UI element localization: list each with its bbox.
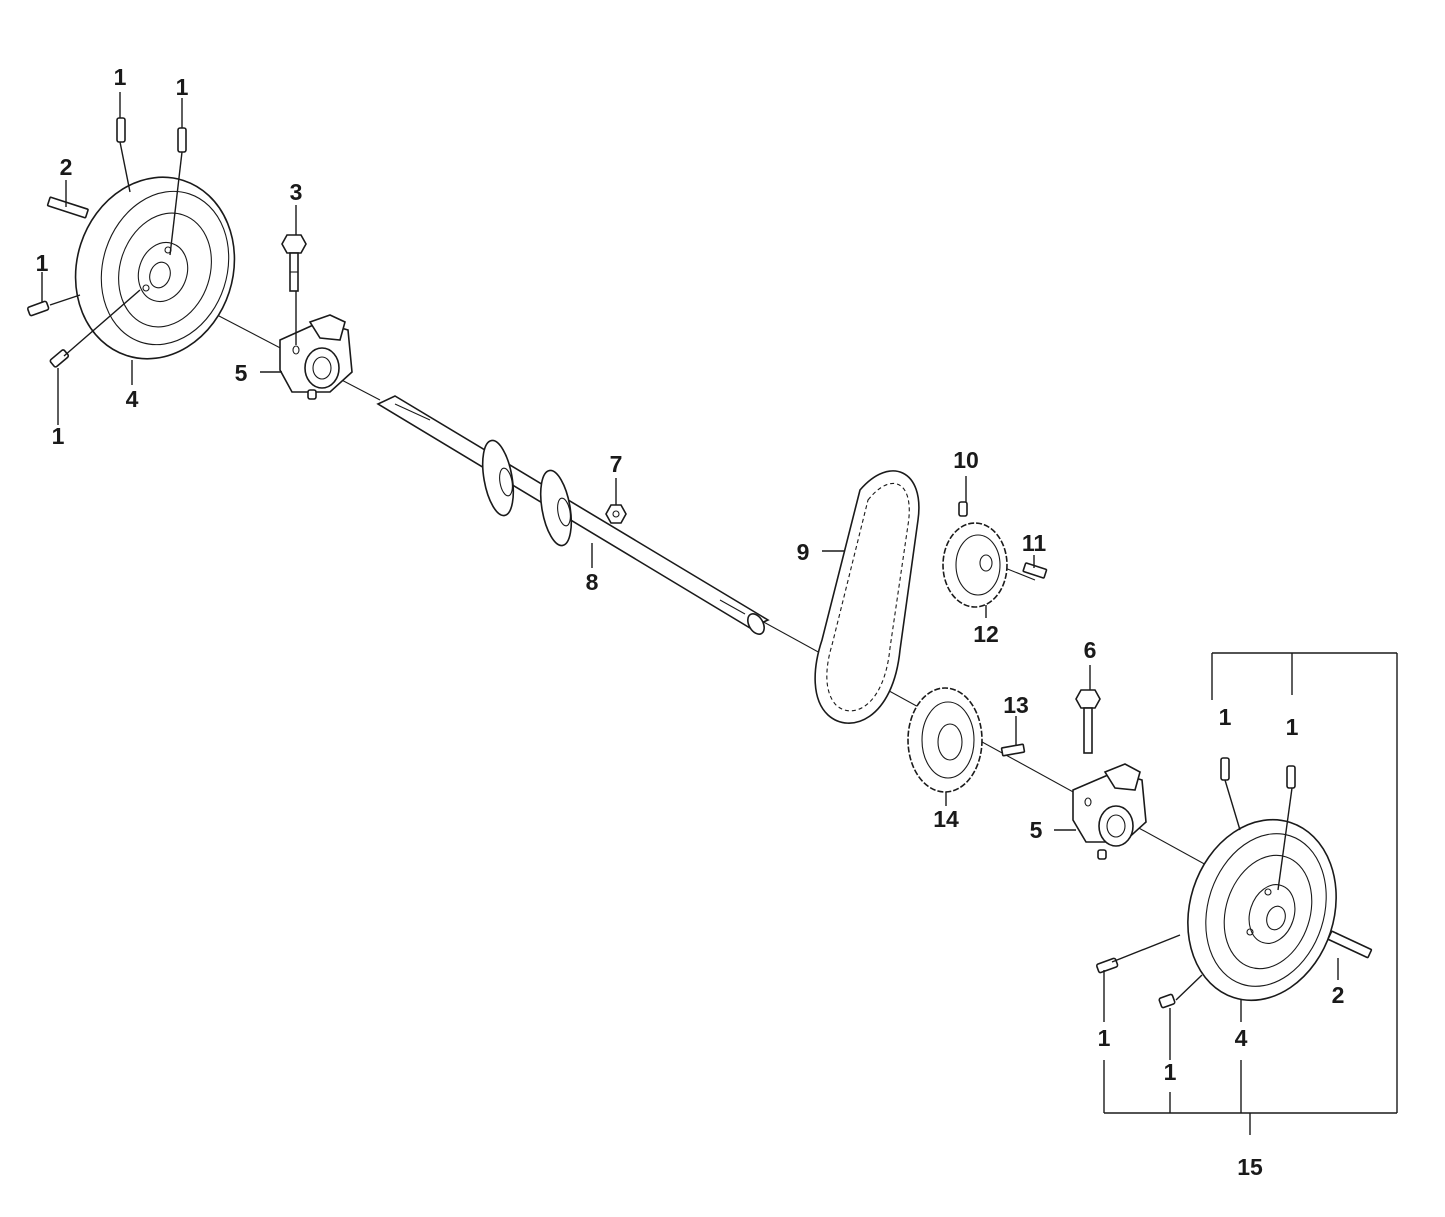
callout-7: 7 bbox=[610, 451, 623, 477]
callout-4: 4 bbox=[1235, 1025, 1248, 1051]
callout-1: 1 bbox=[114, 64, 127, 90]
callout-14: 14 bbox=[933, 806, 959, 832]
small-sprocket bbox=[942, 501, 1048, 608]
callout-4: 4 bbox=[126, 386, 139, 412]
callout-12: 12 bbox=[973, 621, 999, 647]
callout-1: 1 bbox=[1219, 704, 1232, 730]
leader-lines bbox=[41, 92, 1339, 1060]
callout-8: 8 bbox=[586, 569, 599, 595]
callout-3: 3 bbox=[290, 179, 303, 205]
callout-6: 6 bbox=[1084, 637, 1097, 663]
bolt-6 bbox=[1075, 689, 1101, 754]
drive-chain bbox=[814, 470, 920, 724]
left-bearing-housing bbox=[279, 314, 353, 400]
callout-1: 1 bbox=[1286, 714, 1299, 740]
right-wheel bbox=[1187, 818, 1337, 1002]
callout-1: 1 bbox=[52, 423, 65, 449]
callout-1: 1 bbox=[1098, 1025, 1111, 1051]
drive-shaft bbox=[376, 395, 770, 635]
callout-2: 2 bbox=[60, 154, 73, 180]
callout-10: 10 bbox=[953, 447, 979, 473]
callout-13: 13 bbox=[1003, 692, 1029, 718]
callout-1: 1 bbox=[1164, 1059, 1177, 1085]
large-sprocket bbox=[907, 687, 1026, 793]
callout-2: 2 bbox=[1332, 982, 1345, 1008]
callout-9: 9 bbox=[797, 539, 810, 565]
kit-15-bracket bbox=[1103, 652, 1398, 1135]
callout-5: 5 bbox=[1030, 817, 1043, 843]
callout-1: 1 bbox=[176, 74, 189, 100]
right-bearing-housing bbox=[1072, 763, 1147, 860]
left-wheel bbox=[74, 176, 236, 360]
callout-15: 15 bbox=[1237, 1154, 1263, 1180]
nut-7 bbox=[605, 504, 627, 524]
callout-1: 1 bbox=[36, 250, 49, 276]
callout-11: 11 bbox=[1022, 530, 1047, 556]
callout-labels: 1 1 2 1 1 4 3 5 7 8 9 10 11 12 13 14 6 5… bbox=[36, 64, 1345, 1180]
bolt-3 bbox=[281, 234, 307, 292]
left-wheel-bolts bbox=[26, 117, 187, 368]
callout-5: 5 bbox=[235, 360, 248, 386]
